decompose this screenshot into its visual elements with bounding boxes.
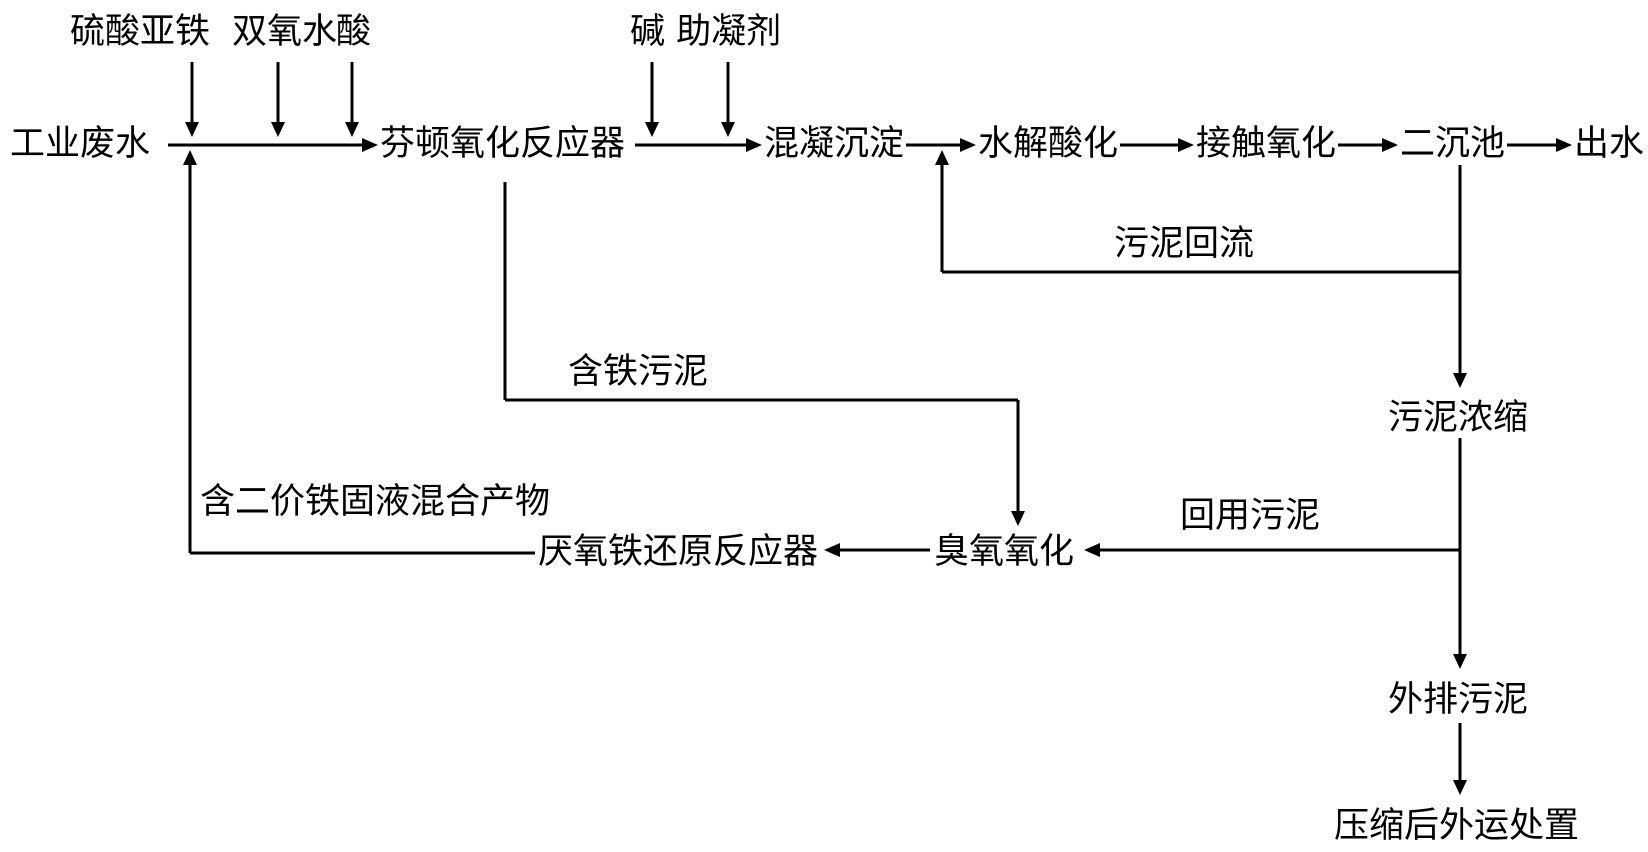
dose-arrow-coagulant-aid bbox=[721, 122, 735, 137]
reused-sludge-arrow bbox=[1084, 543, 1100, 557]
dose-arrow-hydrogen-peroxide bbox=[271, 122, 285, 137]
node-hydrolysis-acidification: 水解酸化 bbox=[976, 124, 1121, 164]
dose-arrow-ferrous-sulfate bbox=[185, 122, 199, 137]
node-secondary-clarifier: 二沉池 bbox=[1398, 124, 1508, 164]
node-contact-oxidation: 接触氧化 bbox=[1194, 124, 1339, 164]
label-hydrogen-peroxide: 双氧水 bbox=[232, 12, 338, 52]
label-alkali-coagulant: 碱 助凝剂 bbox=[630, 12, 782, 52]
iron-sludge-arrow bbox=[1011, 511, 1025, 526]
node-effluent: 出水 bbox=[1572, 124, 1647, 164]
arrow-head-contact bbox=[1178, 138, 1194, 152]
arrow-head-clarifier bbox=[1382, 138, 1398, 152]
dose-arrow-acid bbox=[345, 122, 359, 137]
arrow-head-hydrolysis bbox=[960, 138, 976, 152]
sludge-return-arrow bbox=[935, 150, 949, 165]
node-industrial-wastewater: 工业废水 bbox=[8, 124, 153, 164]
arrow-head-thickening bbox=[1453, 373, 1467, 388]
arrow-head-anaerobic bbox=[824, 543, 840, 557]
node-fenton-reactor: 芬顿氧化反应器 bbox=[378, 124, 628, 164]
arrow-head-dispose bbox=[1453, 780, 1467, 795]
arrow-head-discharged bbox=[1453, 654, 1467, 669]
node-ozone-oxidation: 臭氧氧化 bbox=[932, 532, 1077, 572]
arrow-head-coagulation bbox=[746, 138, 762, 152]
arrow-head-effluent bbox=[1556, 138, 1572, 152]
label-iron-sludge: 含铁污泥 bbox=[568, 352, 709, 392]
arrow-head-fenton bbox=[362, 138, 378, 152]
node-discharged-sludge: 外排污泥 bbox=[1386, 680, 1531, 720]
label-acid: 酸 bbox=[336, 12, 372, 52]
node-anaerobic-iron-reactor: 厌氧铁还原反应器 bbox=[536, 532, 821, 572]
ferrous-return-arrow bbox=[183, 150, 197, 165]
node-sludge-thickening: 污泥浓缩 bbox=[1386, 398, 1531, 438]
label-reused-sludge: 回用污泥 bbox=[1180, 496, 1321, 536]
node-compress-dispose: 压缩后外运处置 bbox=[1332, 806, 1582, 846]
label-ferrous-mixture: 含二价铁固液混合产物 bbox=[200, 482, 551, 522]
label-sludge-return: 污泥回流 bbox=[1114, 224, 1255, 264]
dose-arrow-alkali bbox=[645, 122, 659, 137]
label-ferrous-sulfate: 硫酸亚铁 bbox=[70, 12, 211, 52]
node-coagulation-sedimentation: 混凝沉淀 bbox=[762, 124, 907, 164]
